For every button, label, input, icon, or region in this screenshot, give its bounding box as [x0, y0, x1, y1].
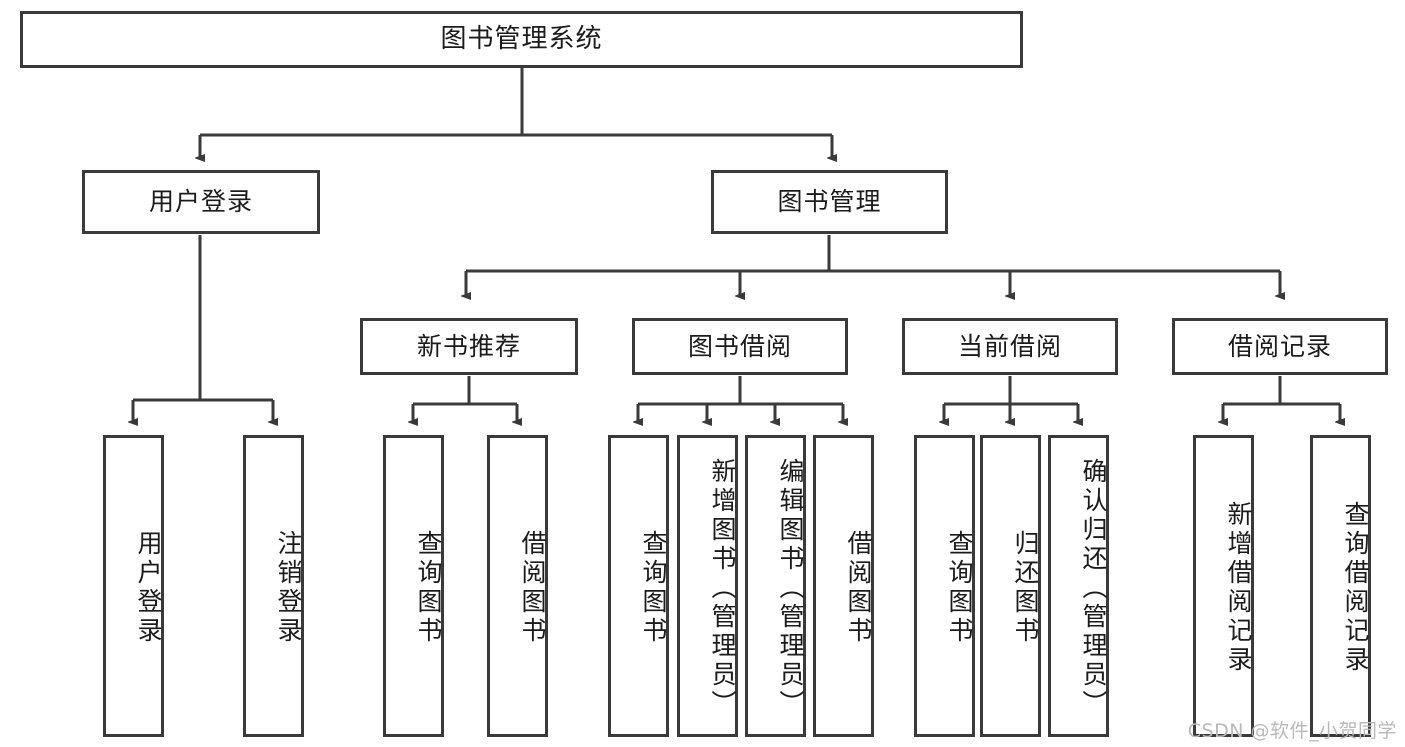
node-new-book-recommend[interactable]: 新书推荐	[360, 318, 578, 375]
node-label: 借阅记录	[1227, 331, 1332, 361]
node-label: 查询图书	[945, 530, 974, 646]
leaf-records-add-record[interactable]: 新增借阅记录	[1193, 435, 1254, 737]
node-label: 新增借阅记录	[1224, 501, 1253, 675]
node-current-borrow[interactable]: 当前借阅	[902, 318, 1118, 375]
csdn-watermark: CSDN @软件_小贺同学	[1187, 720, 1397, 742]
node-label: 用户登录	[148, 187, 253, 217]
node-label: 注销登录	[274, 530, 303, 646]
leaf-current-return-book[interactable]: 归还图书	[980, 435, 1041, 737]
node-label: 查询图书	[639, 530, 668, 646]
leaf-user-login-logout[interactable]: 注销登录	[243, 435, 304, 737]
node-label: 图书管理系统	[440, 24, 603, 55]
node-user-login[interactable]: 用户登录	[82, 170, 320, 234]
node-label: 用户登录	[134, 530, 163, 646]
leaf-recommend-borrow-book[interactable]: 借阅图书	[487, 435, 548, 737]
node-book-borrow[interactable]: 图书借阅	[632, 318, 848, 375]
leaf-current-query-book[interactable]: 查询图书	[914, 435, 975, 737]
node-label: 借阅图书	[844, 530, 873, 646]
node-label: 确认归还（管理员）	[1079, 457, 1108, 719]
node-label: 图书借阅	[687, 331, 792, 361]
node-label: 编辑图书（管理员）	[776, 457, 805, 719]
node-label: 归还图书	[1011, 530, 1040, 646]
node-label: 借阅图书	[518, 530, 547, 646]
leaf-user-login-login[interactable]: 用户登录	[103, 435, 164, 737]
leaf-borrow-add-book-admin[interactable]: 新增图书（管理员）	[677, 435, 738, 737]
node-label: 当前借阅	[957, 331, 1062, 361]
leaf-borrow-query-book[interactable]: 查询图书	[608, 435, 669, 737]
node-label: 新书推荐	[416, 331, 521, 361]
node-label: 查询借阅记录	[1341, 501, 1370, 675]
node-label: 图书管理	[777, 187, 882, 217]
leaf-recommend-query-book[interactable]: 查询图书	[383, 435, 444, 737]
leaf-records-query-record[interactable]: 查询借阅记录	[1310, 435, 1371, 737]
node-label: 查询图书	[414, 530, 443, 646]
node-borrow-records[interactable]: 借阅记录	[1172, 318, 1388, 375]
node-book-management[interactable]: 图书管理	[711, 170, 948, 234]
node-root-system[interactable]: 图书管理系统	[20, 11, 1023, 68]
node-label: 新增图书（管理员）	[708, 457, 737, 719]
leaf-borrow-borrow-book[interactable]: 借阅图书	[813, 435, 874, 737]
leaf-borrow-edit-book-admin[interactable]: 编辑图书（管理员）	[745, 435, 806, 737]
leaf-current-confirm-return-admin[interactable]: 确认归还（管理员）	[1048, 435, 1109, 737]
